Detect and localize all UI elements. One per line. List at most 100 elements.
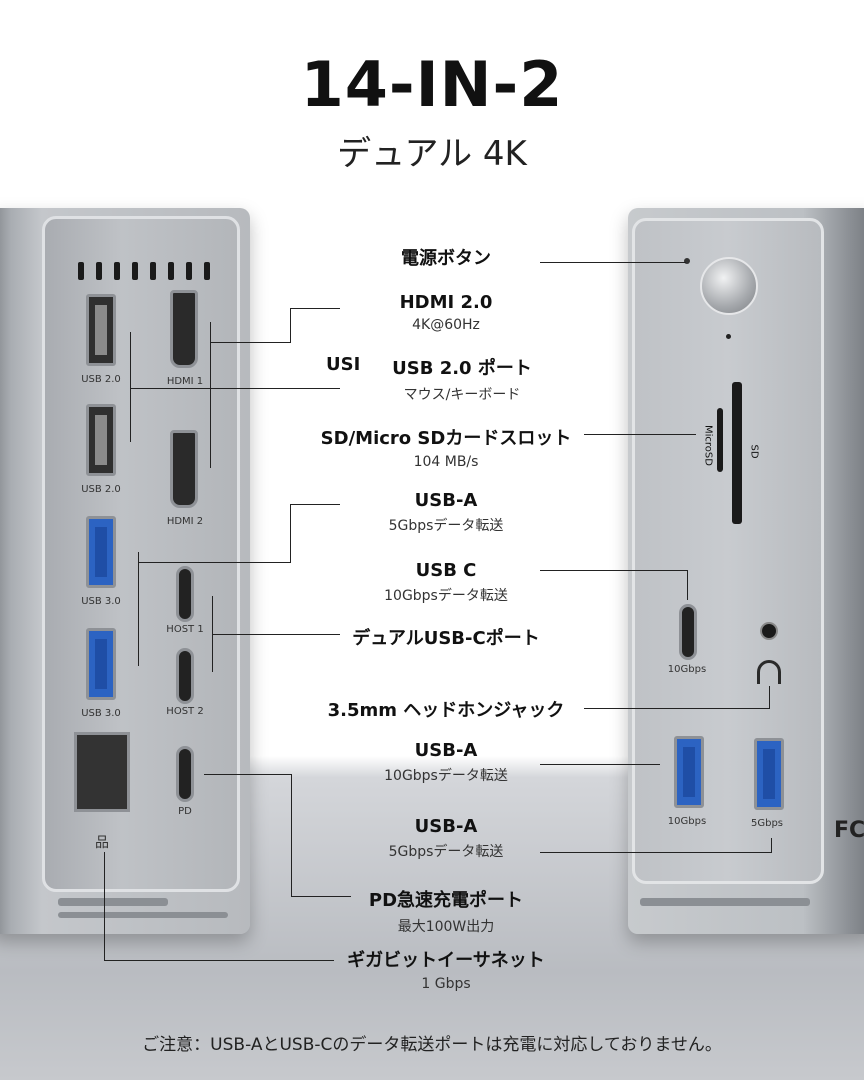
leader-line	[212, 596, 213, 672]
power-button[interactable]	[700, 257, 758, 315]
label-sub: マウス/キーボード	[403, 387, 521, 403]
leader-line	[584, 434, 696, 435]
label-title: デュアルUSB-Cポート	[352, 628, 540, 649]
leader-line	[130, 388, 340, 389]
sd-slot[interactable]	[732, 382, 742, 524]
leader-line	[291, 774, 292, 896]
usba-5gbps-label: 5Gbps	[750, 818, 784, 829]
vent-slot	[132, 262, 138, 280]
usb2-port-1-label: USB 2.0	[81, 374, 121, 385]
ethernet-port[interactable]	[74, 732, 130, 812]
leader-line	[540, 852, 772, 853]
usba-10gbps-label: 10Gbps	[667, 816, 707, 827]
leader-line	[138, 552, 139, 666]
label-sub: 最大100W出力	[397, 919, 495, 935]
left-device-foot-2	[58, 912, 228, 918]
label-sub: 10Gbpsデータ転送	[384, 588, 508, 604]
leader-line	[687, 570, 688, 600]
leader-line	[290, 504, 340, 505]
leader-line	[290, 504, 291, 562]
vent-slot	[204, 262, 210, 280]
vent-slot	[114, 262, 120, 280]
microsd-slot[interactable]	[717, 408, 723, 472]
vent-slot	[168, 262, 174, 280]
leader-line	[210, 322, 211, 468]
label-usba-5gbps-right: USB-A 5Gbpsデータ転送	[306, 816, 586, 861]
fc-mark: FC	[834, 818, 864, 843]
label-sub: 5Gbpsデータ転送	[388, 844, 504, 860]
label-title: USB C	[415, 560, 477, 581]
leader-line	[212, 634, 340, 635]
label-prefix: USI	[326, 354, 361, 375]
hdmi-port-1[interactable]	[170, 290, 198, 368]
leader-line	[210, 342, 291, 343]
indicator-led	[684, 258, 690, 264]
label-usba-10gbps: USB-A 10Gbpsデータ転送	[306, 740, 586, 785]
leader-line	[769, 686, 770, 708]
power-led	[726, 334, 731, 339]
label-sub: 1 Gbps	[421, 976, 471, 992]
label-sub: 104 MB/s	[413, 454, 479, 470]
leader-line	[291, 896, 351, 897]
vent-slot	[186, 262, 192, 280]
label-title: PD急速充電ポート	[368, 890, 524, 911]
label-usba-5gbps-left: USB-A 5Gbpsデータ転送	[306, 490, 586, 535]
leader-line	[290, 308, 291, 342]
label-title: USB 2.0 ポート	[392, 358, 532, 379]
usbc-host2-label: HOST 2	[166, 706, 204, 717]
leader-line	[540, 262, 686, 263]
usba-10gbps-port[interactable]	[674, 736, 704, 808]
label-usbc: USB C 10Gbpsデータ転送	[306, 560, 586, 605]
label-ethernet: ギガビットイーサネット 1 Gbps	[306, 946, 586, 992]
label-title: 電源ボタン	[401, 248, 491, 269]
usbc-host1-label: HOST 1	[166, 624, 204, 635]
hdmi-port-2-label: HDMI 2	[166, 516, 204, 527]
label-sub: 5Gbpsデータ転送	[388, 518, 504, 534]
left-device-foot	[58, 898, 168, 906]
leader-line	[540, 570, 688, 571]
right-device-foot	[640, 898, 810, 906]
usbc-pd-port[interactable]	[176, 746, 194, 802]
leader-line	[104, 852, 105, 960]
label-title: USB-A	[414, 490, 478, 511]
label-hdmi: HDMI 2.0 4K@60Hz	[306, 292, 586, 333]
vent-slot	[150, 262, 156, 280]
ethernet-icon: 品	[95, 835, 109, 851]
headphone-jack[interactable]	[760, 622, 778, 640]
usbc-host2-port[interactable]	[176, 648, 194, 704]
leader-line	[771, 838, 772, 852]
label-title: USB-A	[414, 740, 478, 761]
usb3-port-1[interactable]	[86, 516, 116, 588]
microsd-label: MicroSD	[702, 425, 714, 466]
usbc-10gbps-port[interactable]	[679, 604, 697, 660]
usbc-10gbps-label: 10Gbps	[667, 664, 707, 675]
leader-line	[104, 960, 334, 961]
vent-slot	[78, 262, 84, 280]
page-subtitle: デュアル 4K	[337, 134, 527, 174]
right-device-panel	[632, 218, 824, 884]
label-sub: 10Gbpsデータ転送	[384, 768, 508, 784]
usb3-port-1-label: USB 3.0	[81, 596, 121, 607]
vent-slot	[96, 262, 102, 280]
usba-5gbps-port[interactable]	[754, 738, 784, 810]
footer-note: ご注意：USB-AとUSB-Cのデータ転送ポートは充電に対応しておりません。	[142, 1035, 722, 1055]
usb3-port-2-label: USB 3.0	[81, 708, 121, 719]
usbc-pd-label: PD	[178, 806, 192, 817]
usb2-port-2-label: USB 2.0	[81, 484, 121, 495]
label-title: 3.5mm ヘッドホンジャック	[327, 700, 565, 721]
label-headphone: 3.5mm ヘッドホンジャック	[306, 696, 586, 722]
sd-label: SD	[748, 444, 760, 459]
headphone-icon	[757, 660, 781, 684]
hdmi-port-1-label: HDMI 1	[166, 376, 204, 387]
usb2-port-1[interactable]	[86, 294, 116, 366]
leader-line	[130, 332, 131, 442]
leader-line	[290, 308, 340, 309]
usb2-port-2[interactable]	[86, 404, 116, 476]
leader-line	[138, 562, 291, 563]
page-title: 14-IN-2	[300, 48, 564, 121]
leader-line	[540, 764, 660, 765]
hdmi-port-2[interactable]	[170, 430, 198, 508]
usb3-port-2[interactable]	[86, 628, 116, 700]
label-title: ギガビットイーサネット	[347, 950, 545, 971]
usbc-host1-port[interactable]	[176, 566, 194, 622]
